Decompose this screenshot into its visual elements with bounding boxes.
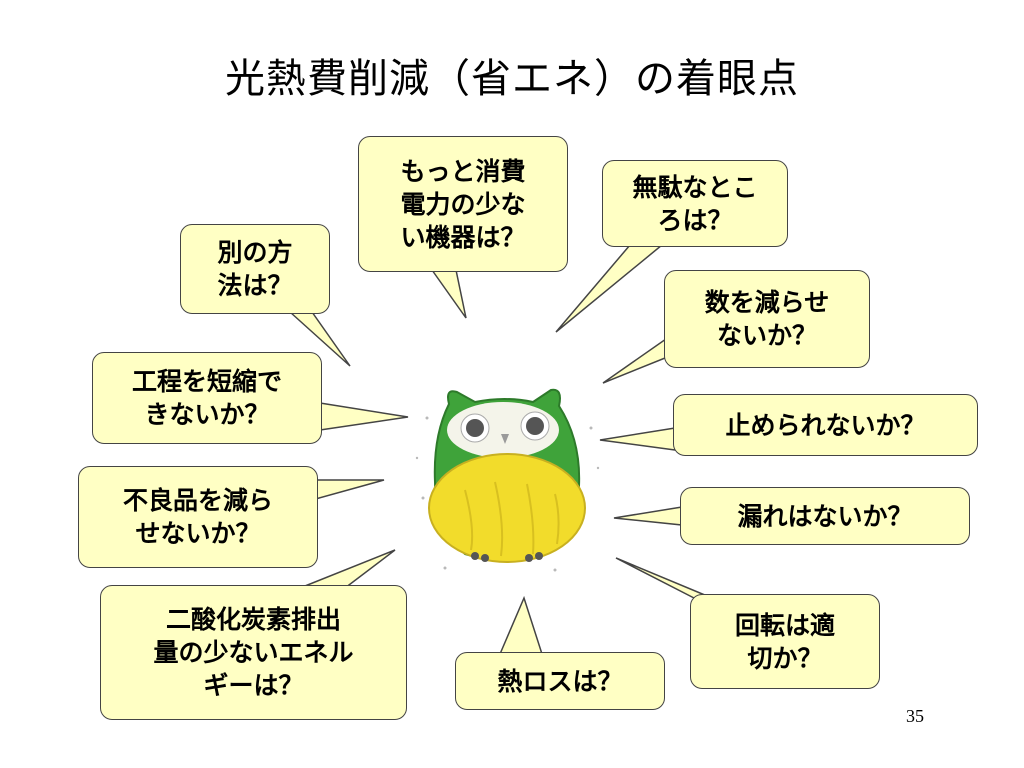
bubble-heat-loss: 熱ロスは？	[455, 652, 665, 710]
bubble-waste: 無駄なとこ ろは？	[602, 160, 788, 247]
owl-illustration	[415, 388, 600, 572]
bubble-shorten-process: 工程を短縮で きないか？	[92, 352, 322, 444]
tail-rotation	[615, 557, 713, 599]
owl-belly	[428, 453, 586, 563]
bubble-leaks: 漏れはないか？	[680, 487, 970, 545]
tail-shorten-process	[319, 402, 409, 431]
bubble-rotation: 回転は適 切か？	[690, 594, 880, 689]
bubble-other-method: 別の方 法は？	[180, 224, 330, 314]
bubble-low-co2-energy: 二酸化炭素排出 量の少ないエネル ギーは？	[100, 585, 407, 720]
tail-heat-loss	[498, 595, 544, 655]
page-number: 35	[906, 706, 924, 726]
tail-leaks	[613, 506, 683, 526]
slide-title: 光熱費削減（省エネ）の着眼点	[225, 56, 799, 102]
bubble-reduce-count: 数を減らせ ないか？	[664, 270, 870, 368]
tail-appliances	[430, 269, 467, 319]
tail-waste	[555, 244, 665, 333]
bubble-appliances: もっと消費 電力の少な い機器は？	[358, 136, 568, 272]
bubble-stop: 止められないか？	[673, 394, 978, 456]
bubble-reduce-defects: 不良品を減ら せないか？	[78, 466, 318, 568]
